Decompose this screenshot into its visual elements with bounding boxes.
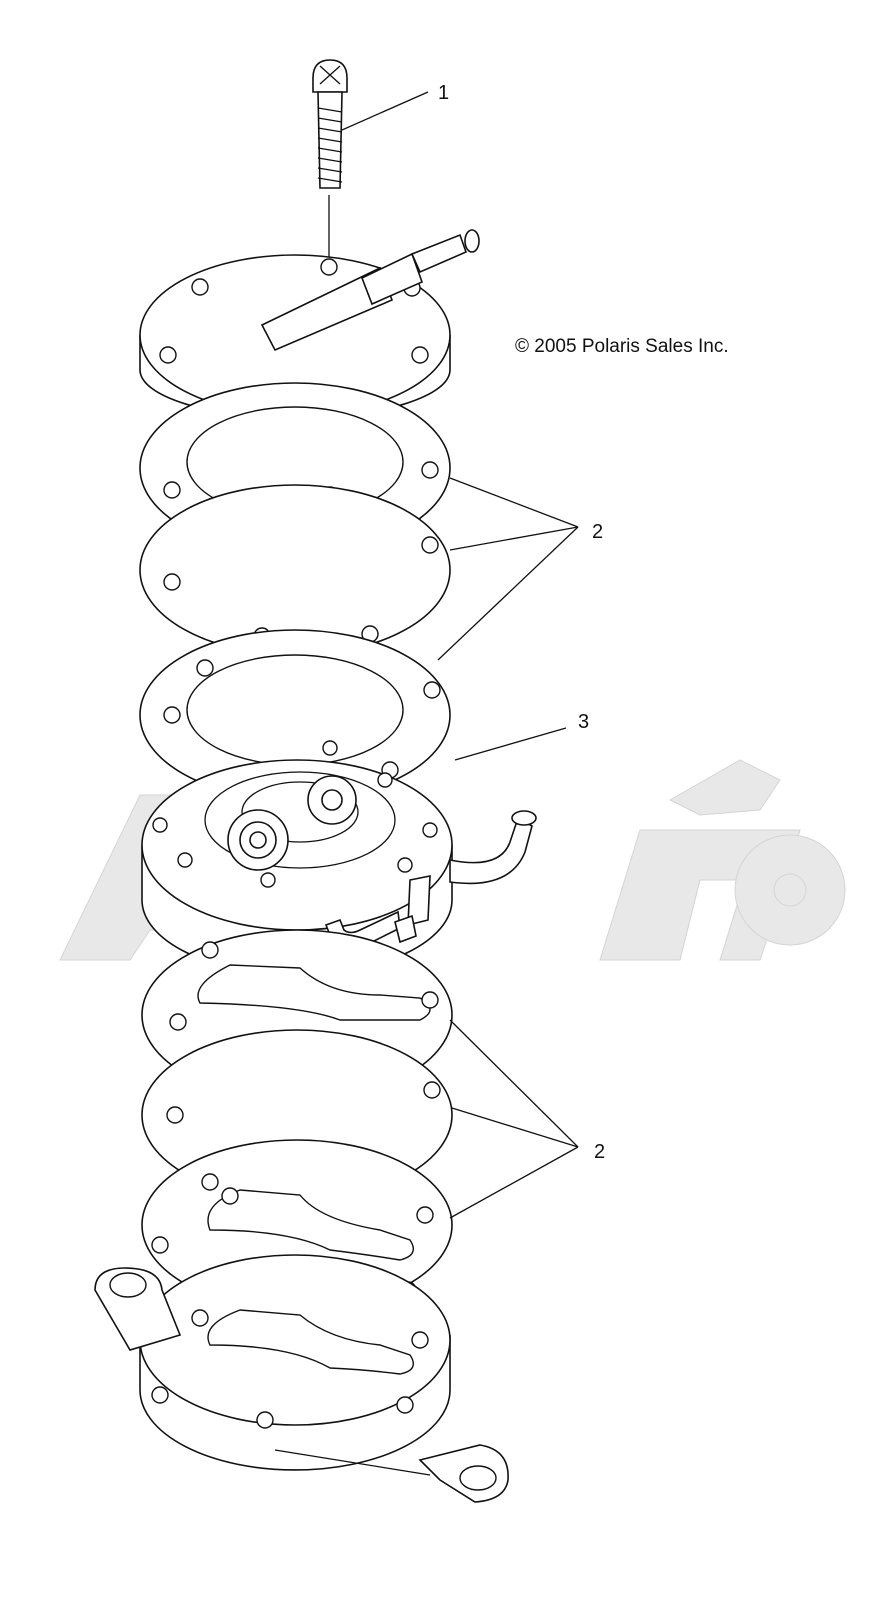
- callout-2-top-label: 2: [592, 521, 603, 543]
- screw-part: [312, 59, 348, 258]
- callout-3-label: 3: [578, 711, 589, 733]
- copyright-notice: © 2005 Polaris Sales Inc.: [515, 336, 729, 357]
- callout-1-label: 1: [438, 82, 449, 104]
- callout-2-bottom-label: 2: [594, 1141, 605, 1163]
- leader-lines: [341, 91, 579, 1219]
- pump-base-part: [94, 1254, 509, 1503]
